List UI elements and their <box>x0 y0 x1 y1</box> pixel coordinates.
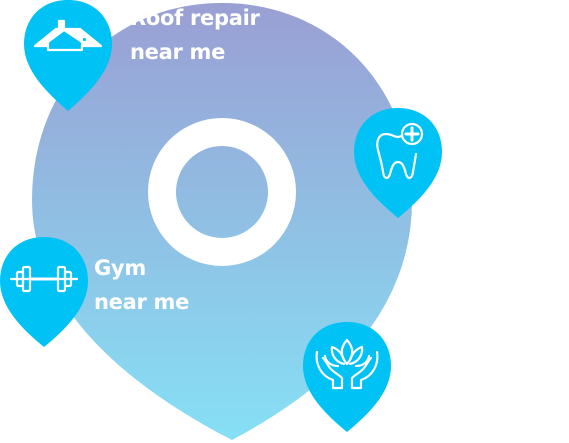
roof-repair-label: Roof repair near me <box>130 1 260 69</box>
roof-repair-label-line2: near me <box>130 40 226 64</box>
tooth-plus-icon <box>376 122 424 179</box>
roof-pin <box>24 0 112 111</box>
roof-repair-label-line1: Roof repair <box>130 6 260 30</box>
big-location-pin-icon <box>32 3 412 440</box>
gym-label: Gym near me <box>94 251 189 319</box>
gym-label-line2: near me <box>94 290 190 314</box>
spa-pin <box>303 322 391 432</box>
pin-ring <box>148 118 296 266</box>
house-roof-icon <box>33 19 103 52</box>
dental-pin <box>354 108 442 218</box>
gym-label-line1: Gym <box>94 256 146 280</box>
dumbbell-icon <box>9 265 79 293</box>
lotus-hands-icon <box>315 338 379 390</box>
gym-pin <box>0 237 88 347</box>
